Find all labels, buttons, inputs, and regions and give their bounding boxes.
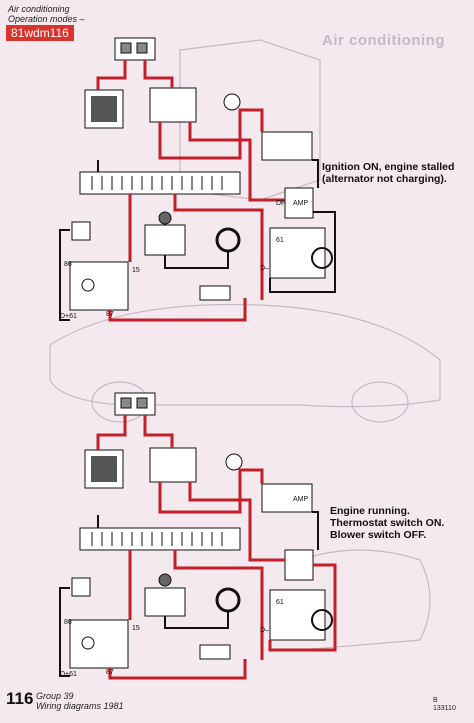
relay-left-2 [69,619,129,669]
label-61: 61 [276,237,284,244]
caption-top-line-1: Ignition ON, engine stalled [322,161,455,173]
live-wires-2 [96,415,337,680]
footer-title: Wiring diagrams 1981 [36,701,124,711]
footer-text: Group 39 Wiring diagrams 1981 [36,691,123,711]
voltage-regulator [284,187,314,219]
label-d61: D+61 [60,313,77,320]
ground-wires-2 [59,511,319,677]
fuse-box-2 [79,527,241,551]
label-87-b: 87 [106,669,114,676]
figure-code: B 133110 [433,697,456,713]
caption-bottom-line-2: Thermostat switch ON. [330,517,445,529]
compressor-clutch-2 [261,483,313,513]
label-61-b: 61 [276,599,284,606]
label-86-b: 86 [64,619,72,626]
page-number: 116 [6,689,34,708]
figure-code-letter: B [433,697,438,704]
label-d61-b: D+61 [60,671,77,678]
ignition-lock-icon [223,93,241,111]
header-line-1: Air conditioning [8,4,70,14]
fuse-box [79,171,241,195]
ignition-switch-2 [149,447,197,483]
label-15: 15 [132,267,140,274]
label-87: 87 [106,311,114,318]
footer-group: Group 39 [36,691,74,701]
background-title: Air conditioning [322,32,445,49]
alternator-2 [269,589,326,641]
label-df: DF [276,200,285,207]
alternator [269,227,326,279]
label-dminus: D– [260,265,269,272]
voltage-regulator-2 [284,549,314,581]
live-wires [96,60,285,322]
ignition-lock-icon-2 [225,453,243,471]
diagram-engine-running: 86 15 87 D+61 AMP 61 D– [59,392,337,680]
ignition-switch [149,87,197,123]
caption-top: Ignition ON, engine stalled (alternator … [322,161,454,185]
caption-bottom-line-3: Blower switch OFF. [330,529,427,541]
label-15-b: 15 [132,625,140,632]
label-amp-b: AMP [293,496,309,503]
label-86: 86 [64,261,72,268]
caption-bottom: Engine running. Thermostat switch ON. Bl… [330,505,444,541]
ground-wires [59,159,336,321]
blower-switch-2 [144,587,186,617]
label-amp: AMP [293,200,309,207]
diagram-ignition-on: 86 15 87 D+61 AMP DF 61 D– [59,37,336,322]
relay-left [69,261,129,311]
car-outline-background [49,39,441,651]
plug-connector-2 [199,644,231,660]
page-header: Air conditioning Operation modes – [8,4,85,24]
fan-connector [71,221,91,241]
plug-connector [199,285,231,301]
fan-connector-2 [71,577,91,597]
label-dminus-b: D– [260,627,269,634]
thermostat-coil [215,227,241,253]
caption-bottom-line-1: Engine running. [330,505,410,517]
blower-switch [144,224,186,256]
thermostat-coil-2 [215,587,241,613]
caption-top-line-2: (alternator not charging). [322,173,447,185]
header-line-2: Operation modes – [8,14,85,24]
figure-code-number: 133110 [433,705,456,712]
compressor-clutch [261,131,313,161]
document-id-tag: 81wdm116 [6,25,74,41]
